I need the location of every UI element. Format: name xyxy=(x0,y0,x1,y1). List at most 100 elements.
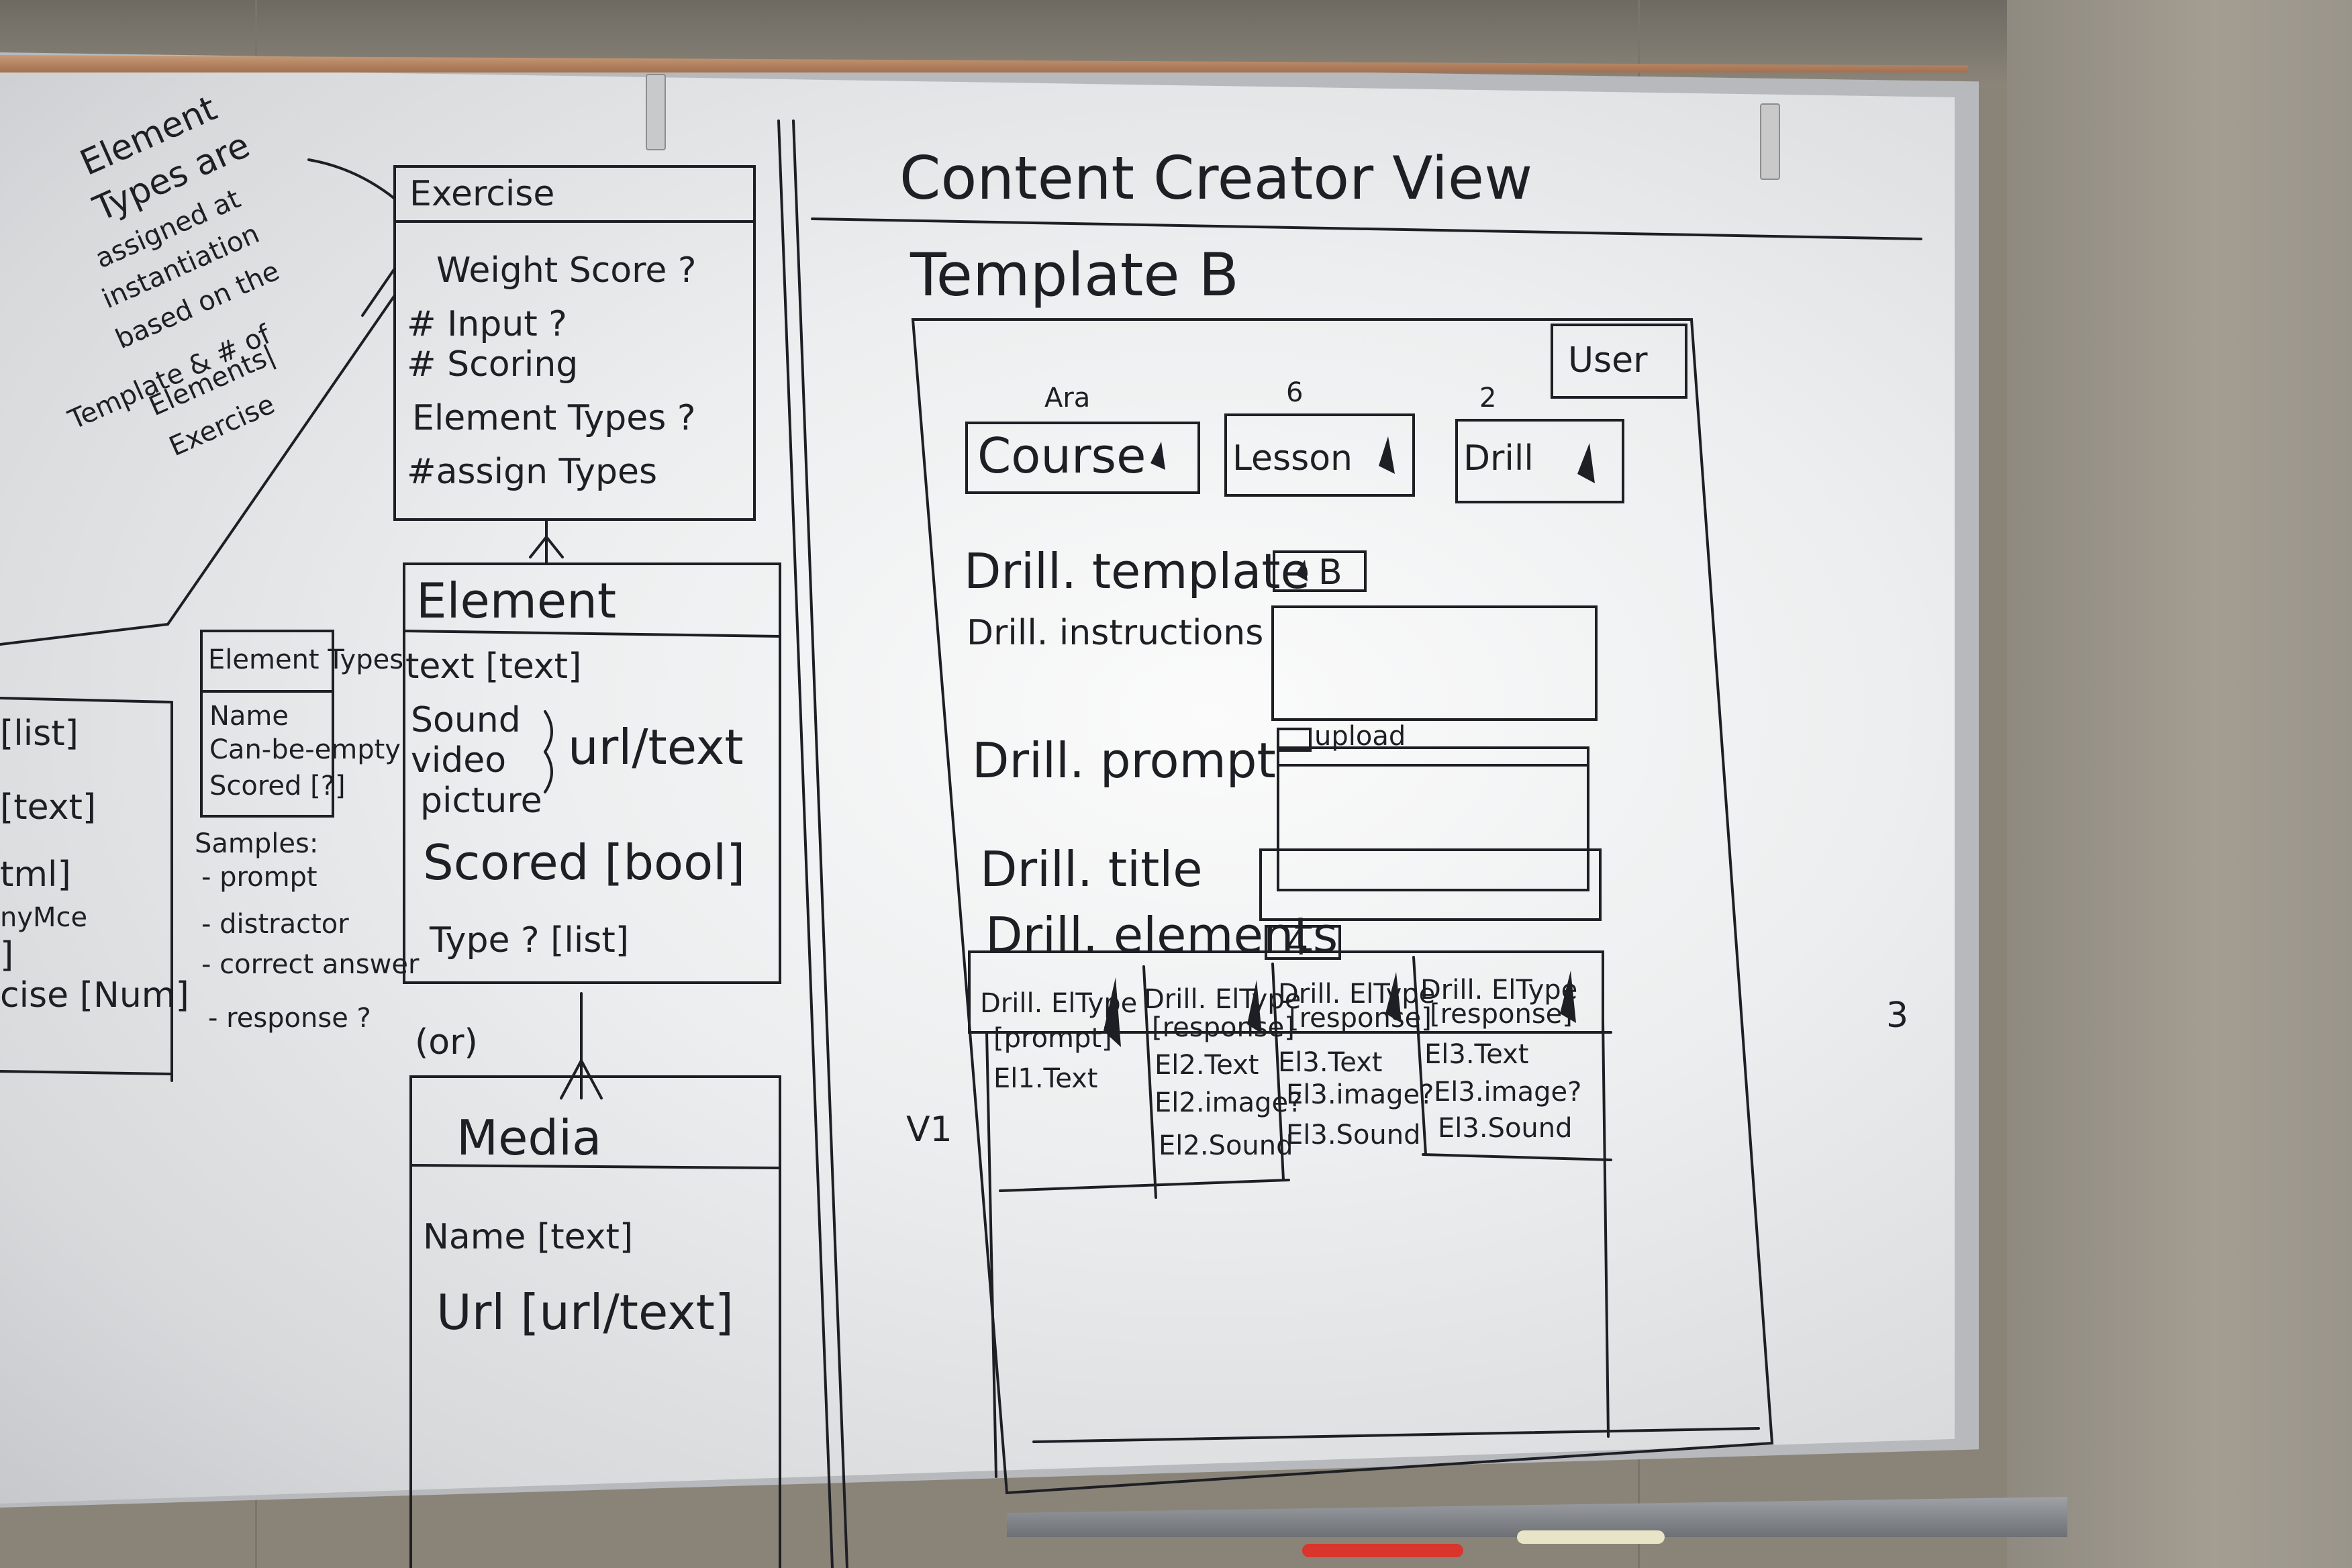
exercise-title: Exercise xyxy=(409,174,554,214)
element-box xyxy=(403,562,781,984)
template-frame xyxy=(911,318,1774,1495)
table-cell: El3.Text xyxy=(1278,1047,1382,1078)
relation-line xyxy=(166,294,396,626)
instructions-textarea xyxy=(1271,605,1598,721)
table-header[interactable]: Drill. ElType xyxy=(980,988,1137,1019)
table-cell: El2.image? xyxy=(1155,1087,1302,1118)
rail-clip xyxy=(1760,103,1780,180)
table-header[interactable]: Drill. ElType xyxy=(1420,975,1577,1006)
col1-dropdown-arrow-icon xyxy=(1104,977,1121,1047)
element-field: Sound xyxy=(411,700,521,740)
upload-label[interactable]: upload xyxy=(1314,721,1406,752)
elements-label: Drill. elements xyxy=(985,907,1338,963)
element-field: Scored [bool] xyxy=(423,834,745,891)
table-cell: El3.Sound xyxy=(1286,1120,1421,1150)
table-header[interactable]: Drill. ElType xyxy=(1144,984,1301,1015)
lesson-note: 6 xyxy=(1286,377,1303,408)
table-cell: El3.image? xyxy=(1434,1077,1581,1108)
left-cut-text: ] xyxy=(0,935,13,975)
exercise-field: Element Types ? xyxy=(412,398,695,438)
table-cell: El2.Text xyxy=(1155,1050,1259,1081)
table-cell: El3.Sound xyxy=(1438,1113,1573,1144)
template-select[interactable]: B xyxy=(1318,552,1342,593)
samples-line: - distractor xyxy=(201,909,349,940)
media-box xyxy=(409,1075,781,1568)
wall-right xyxy=(2007,0,2352,1568)
element-field: url/text xyxy=(568,719,744,775)
element-types-field: Can-be-empty xyxy=(209,734,401,765)
table-header-sub: [response] xyxy=(1289,1003,1432,1034)
element-field: video xyxy=(411,740,506,781)
col4-dropdown-arrow-icon xyxy=(1560,971,1576,1023)
drill-dropdown[interactable]: Drill xyxy=(1463,438,1534,479)
title-textarea xyxy=(1259,848,1602,921)
elements-count[interactable]: 4 xyxy=(1286,923,1308,963)
margin-mark: 3 xyxy=(1886,995,1908,1036)
left-cut-text: nyMce xyxy=(0,902,87,933)
template-select-box xyxy=(1273,550,1367,592)
col3-dropdown-arrow-icon xyxy=(1385,972,1402,1023)
lesson-dropdown-box xyxy=(1224,413,1415,497)
drill-dropdown-box xyxy=(1455,419,1624,503)
table-cell: El3.image? xyxy=(1286,1079,1434,1110)
template-dropdown-arrow-icon xyxy=(1295,560,1308,581)
prompt-label: Drill. prompt xyxy=(972,732,1276,789)
heading-underline xyxy=(811,217,1922,240)
upload-icon-box xyxy=(1277,728,1312,752)
element-types-field: Name xyxy=(209,701,289,732)
table-header[interactable]: Drill. ElType xyxy=(1278,979,1435,1010)
samples-line: - prompt xyxy=(201,862,317,893)
exercise-field: # Input ? xyxy=(407,304,567,344)
element-types-field: Scored [?] xyxy=(209,771,346,801)
user-box xyxy=(1551,324,1687,399)
drill-note: 2 xyxy=(1479,383,1496,413)
view-heading: Content Creator View xyxy=(899,144,1532,213)
course-dropdown-arrow-icon xyxy=(1150,442,1165,470)
red-marker[interactable] xyxy=(1302,1544,1463,1557)
element-field: Type ? [list] xyxy=(429,920,629,961)
exercise-field: Weight Score ? xyxy=(436,250,696,291)
element-title: Element xyxy=(416,573,616,629)
course-note: Ara xyxy=(1044,383,1090,413)
rail-clip xyxy=(646,74,666,150)
prompt-textarea xyxy=(1277,746,1589,891)
whiteboard xyxy=(0,67,1955,1504)
samples-line: Samples: xyxy=(195,828,318,859)
course-dropdown[interactable]: Course xyxy=(977,428,1146,484)
table-cell: El3.Text xyxy=(1424,1039,1528,1070)
table-cell: El1.Text xyxy=(993,1063,1097,1094)
exercise-field: # Scoring xyxy=(407,344,578,385)
element-field: text [text] xyxy=(405,646,581,687)
exercise-field: #assign Types xyxy=(407,452,657,492)
table-header-sub: [response] xyxy=(1430,999,1573,1030)
course-dropdown-box xyxy=(965,422,1200,494)
exercise-box xyxy=(393,165,756,521)
left-cut-text: [list] xyxy=(0,714,79,754)
media-field: Name [text] xyxy=(423,1217,633,1257)
yellow-marker[interactable] xyxy=(1517,1530,1665,1544)
col2-dropdown-arrow-icon xyxy=(1247,980,1262,1034)
divider-line xyxy=(792,119,848,1568)
left-cut-text: [text] xyxy=(0,787,96,828)
instructions-label: Drill. instructions xyxy=(967,613,1263,653)
user-button[interactable]: User xyxy=(1568,340,1648,381)
media-title: Media xyxy=(456,1110,601,1166)
left-cut-text: tml] xyxy=(0,854,71,895)
left-cut-text: cise [Num] xyxy=(0,975,189,1016)
element-field: picture xyxy=(420,781,542,821)
lesson-dropdown-arrow-icon xyxy=(1379,436,1395,474)
divider-line xyxy=(777,119,834,1568)
media-field: Url [url/text] xyxy=(436,1284,734,1340)
table-header-sub: [response] xyxy=(1152,1012,1295,1043)
or-label: (or) xyxy=(415,1022,478,1063)
template-label: Drill. template xyxy=(964,543,1310,599)
samples-line: - correct answer xyxy=(201,949,420,980)
element-types-box xyxy=(200,630,334,818)
template-title: Template B xyxy=(910,240,1239,309)
margin-mark: V1 xyxy=(906,1110,952,1150)
table-header-sub: [prompt] xyxy=(993,1023,1112,1054)
elements-count-box xyxy=(1265,925,1341,960)
lesson-dropdown[interactable]: Lesson xyxy=(1232,438,1353,479)
element-types-title: Element Types xyxy=(208,644,403,675)
